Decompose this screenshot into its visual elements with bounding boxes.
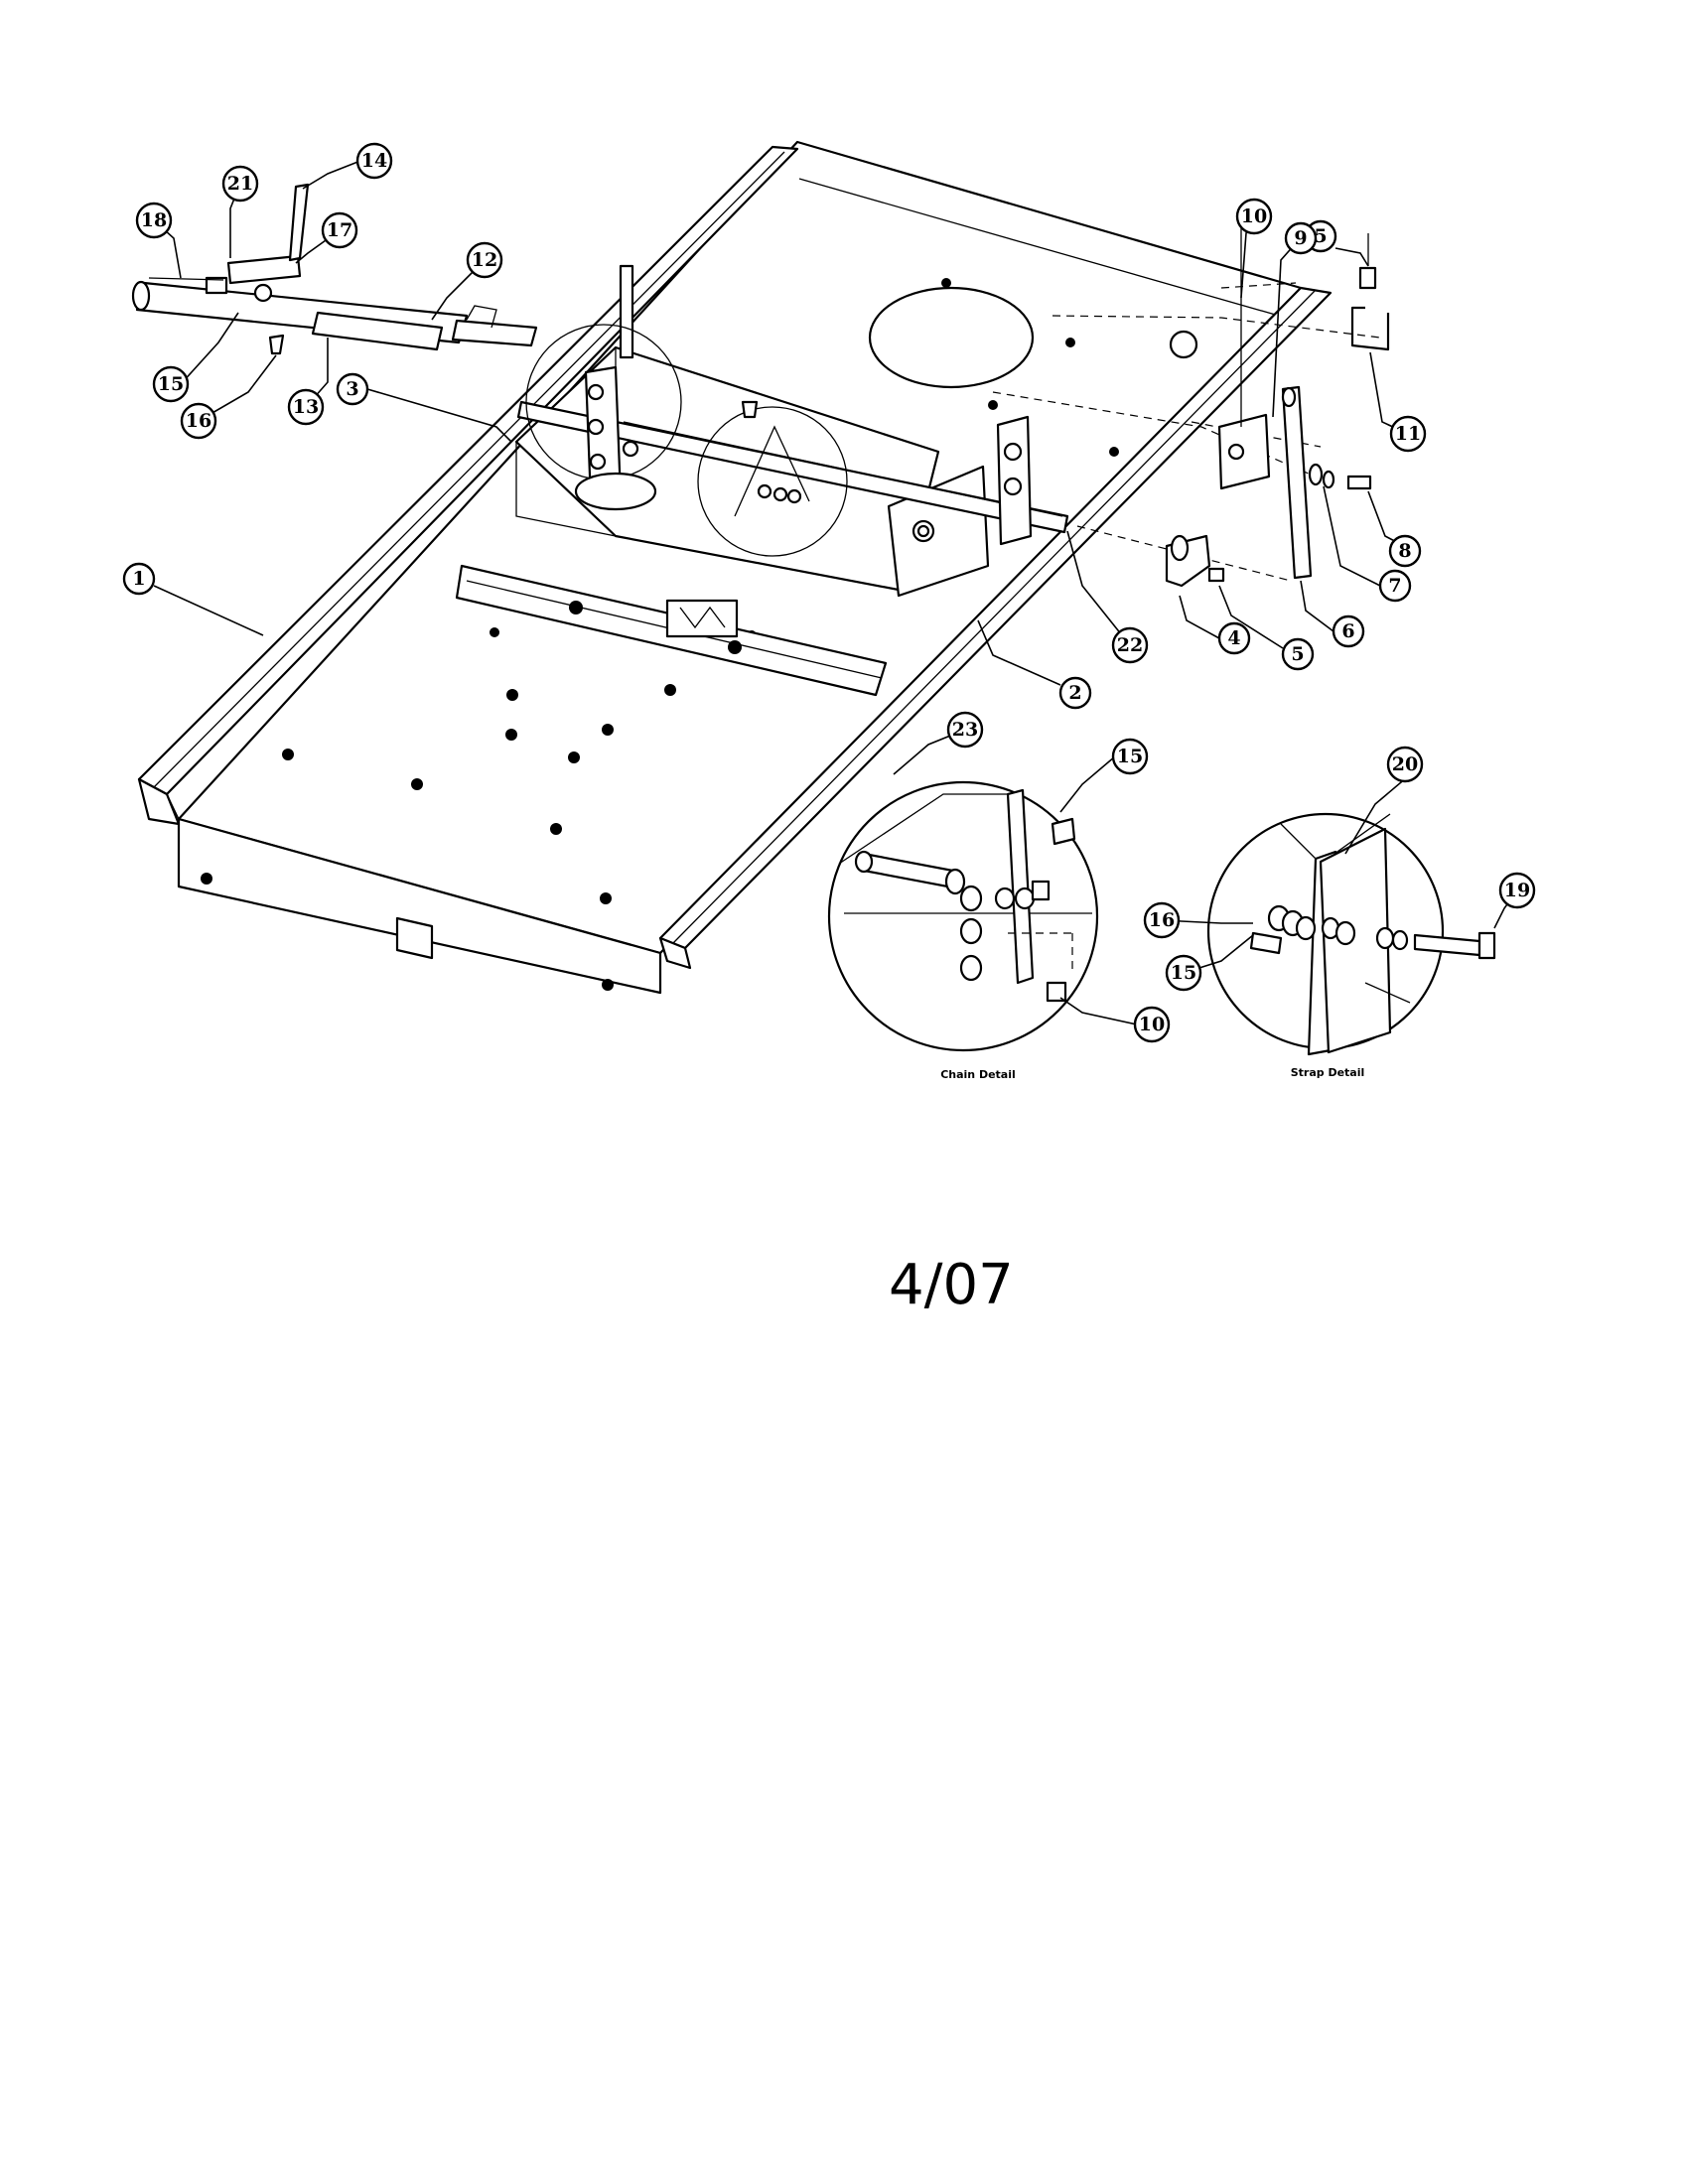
callout-10: 10: [1235, 198, 1273, 235]
svg-text:10: 10: [1241, 205, 1267, 227]
right-rail: [658, 286, 1333, 970]
svg-text:20: 20: [1392, 753, 1418, 775]
svg-text:1: 1: [132, 568, 145, 590]
svg-text:5: 5: [1314, 225, 1327, 247]
callout-15: 15: [1111, 738, 1149, 775]
strap-detail-caption: Strap Detail: [1291, 1066, 1365, 1079]
svg-text:14: 14: [361, 150, 387, 172]
rear-crossmember: [455, 564, 888, 697]
callout-11: 11: [1389, 415, 1427, 453]
right-small-parts: [1165, 228, 1390, 588]
svg-text:4: 4: [1227, 627, 1240, 649]
callout-16: 16: [180, 402, 217, 440]
svg-text:13: 13: [293, 396, 319, 418]
svg-text:5: 5: [1291, 643, 1304, 665]
svg-text:8: 8: [1398, 540, 1411, 562]
callout-18: 18: [135, 202, 173, 239]
callout-7: 7: [1378, 569, 1412, 603]
svg-text:15: 15: [1171, 962, 1196, 984]
svg-text:10: 10: [1139, 1014, 1165, 1035]
svg-text:15: 15: [158, 373, 184, 395]
callout-2: 2: [1058, 676, 1092, 710]
svg-text:17: 17: [327, 219, 352, 241]
callout-10: 10: [1133, 1006, 1171, 1043]
center-detail-circle: [697, 406, 848, 557]
svg-text:3: 3: [346, 378, 358, 400]
callout-balloons: 1 2 3 4 5 5 6 7 8 9 10 10 11 12 13 14 15…: [122, 142, 1536, 1043]
page-date: 4/07: [889, 1253, 1014, 1317]
callout-3: 3: [336, 372, 369, 406]
callout-13: 13: [287, 388, 325, 426]
callout-9: 9: [1284, 221, 1318, 255]
callout-23: 23: [946, 711, 984, 749]
svg-text:11: 11: [1395, 423, 1421, 445]
left-lift-arm: [574, 365, 657, 511]
right-lift-bracket: [912, 415, 1033, 546]
svg-text:7: 7: [1388, 575, 1401, 597]
callout-22: 22: [1111, 626, 1149, 664]
callout-4: 4: [1217, 621, 1251, 655]
center-spring: [734, 400, 810, 517]
callout-6: 6: [1332, 614, 1365, 648]
svg-text:12: 12: [472, 249, 497, 271]
chain-detail: [827, 780, 1099, 1052]
callout-15: 15: [152, 365, 190, 403]
callout-5: 5: [1281, 637, 1315, 671]
svg-text:9: 9: [1294, 227, 1307, 249]
strap-detail: [1206, 812, 1496, 1056]
callout-8: 8: [1388, 534, 1422, 568]
callout-20: 20: [1386, 746, 1424, 783]
svg-text:23: 23: [952, 719, 978, 741]
callout-15: 15: [1165, 954, 1202, 992]
callout-1: 1: [122, 562, 156, 596]
svg-text:15: 15: [1117, 746, 1143, 767]
svg-text:18: 18: [141, 209, 167, 231]
svg-text:2: 2: [1068, 682, 1081, 704]
chain-detail-caption: Chain Detail: [940, 1068, 1016, 1081]
deck-opening: [868, 286, 1035, 389]
svg-text:19: 19: [1504, 880, 1530, 901]
svg-text:21: 21: [227, 173, 253, 195]
svg-text:16: 16: [1149, 909, 1175, 931]
parts-diagram: 1 2 3 4 5 5 6 7 8 9 10 10 11 12 13 14 15…: [122, 140, 1536, 1081]
callout-16: 16: [1143, 901, 1181, 939]
svg-text:22: 22: [1117, 634, 1143, 656]
assembly-dash-lines: [992, 282, 1381, 582]
callout-21: 21: [221, 165, 259, 203]
callout-14: 14: [355, 142, 393, 180]
callout-17: 17: [321, 211, 358, 249]
svg-text:16: 16: [186, 410, 211, 432]
callout-12: 12: [466, 241, 503, 279]
callout-19: 19: [1498, 872, 1536, 909]
svg-text:6: 6: [1341, 620, 1354, 642]
handle-assembly: [131, 183, 538, 355]
